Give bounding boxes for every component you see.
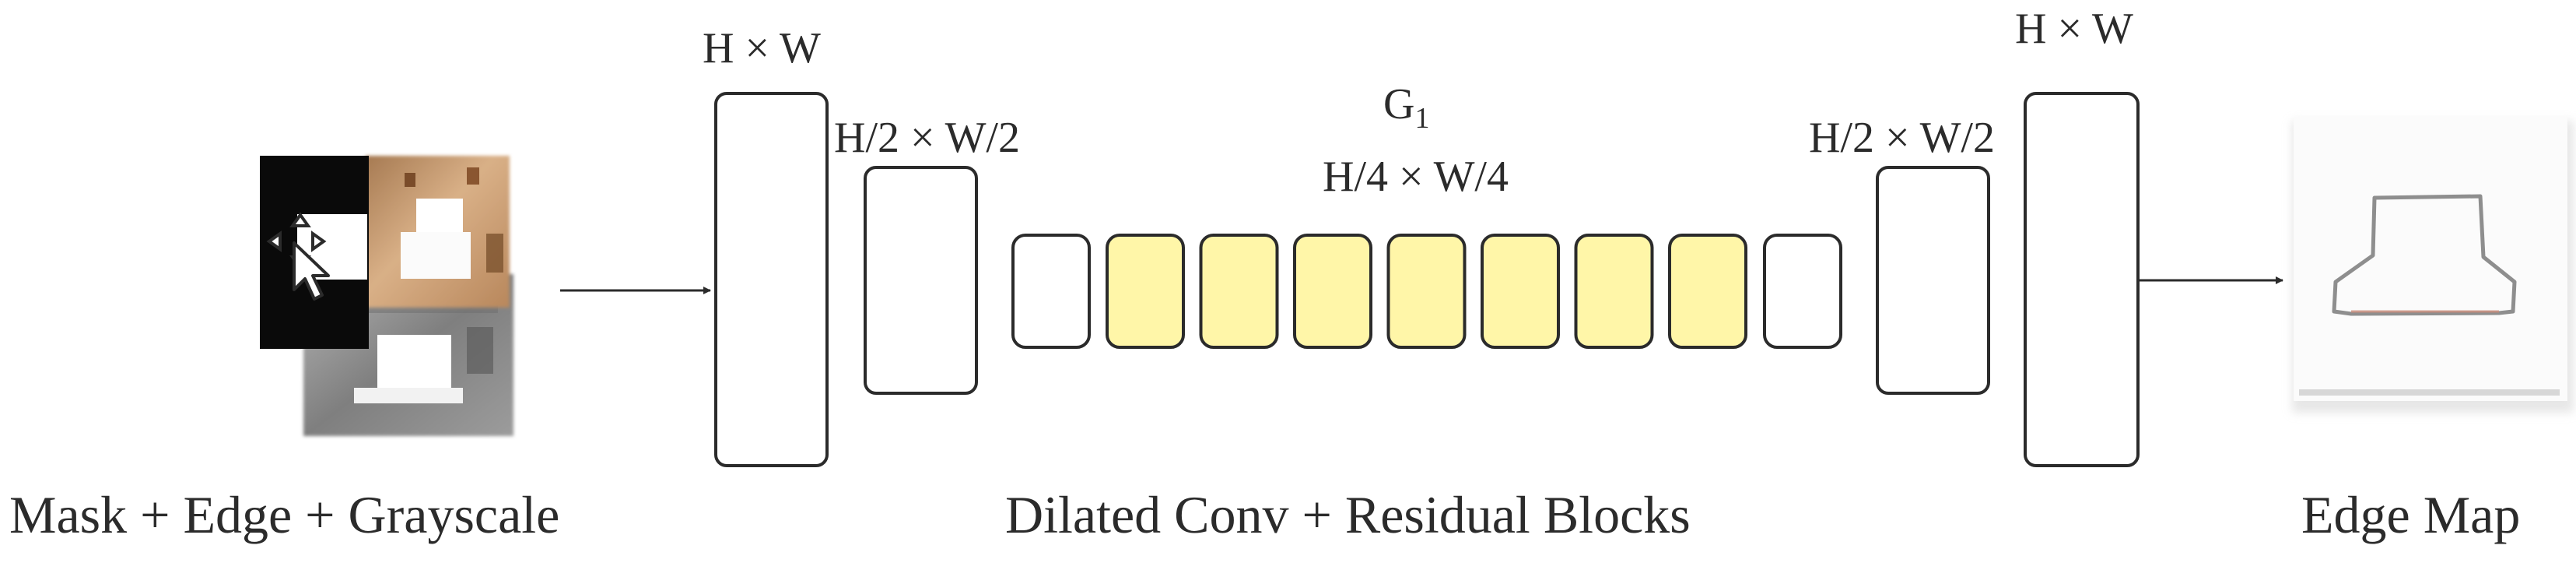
residual-block	[1481, 234, 1560, 349]
residual-block	[1106, 234, 1185, 349]
generator-name: G	[1383, 80, 1415, 128]
decoder-dim-label-half: H/2 × W/2	[1809, 114, 1995, 162]
generator-caption: Dilated Conv + Residual Blocks	[1005, 485, 1691, 544]
residual-block	[1668, 234, 1747, 349]
generator-label: G1	[1383, 79, 1429, 135]
input-image	[260, 156, 513, 436]
decoder-block-half-res	[1876, 166, 1990, 395]
generator-subscript: 1	[1414, 102, 1430, 135]
bottleneck-dim-label: H/4 × W/4	[1323, 153, 1509, 201]
encoder-dim-label-half: H/2 × W/2	[834, 114, 1020, 162]
color-image	[366, 156, 510, 308]
residual-block	[1199, 234, 1279, 349]
edge-map-image	[2292, 117, 2574, 413]
output-caption: Edge Map	[2301, 485, 2521, 544]
encoder-block-full-res	[714, 92, 829, 467]
bottleneck-block-in	[1011, 234, 1091, 349]
residual-blocks	[1106, 234, 1747, 349]
input-caption: Mask + Edge + Grayscale	[9, 485, 560, 544]
move-cursor-icon	[266, 212, 330, 301]
decoder-block-full-res	[2024, 92, 2140, 467]
decoder-dim-label-full: H × W	[2015, 5, 2133, 53]
encoder-block-half-res	[864, 166, 978, 395]
bottleneck-block-out	[1763, 234, 1842, 349]
residual-block	[1293, 234, 1372, 349]
residual-block	[1386, 234, 1467, 349]
mask-image	[260, 156, 369, 349]
encoder-dim-label-full: H × W	[703, 24, 821, 72]
residual-block	[1574, 234, 1654, 349]
